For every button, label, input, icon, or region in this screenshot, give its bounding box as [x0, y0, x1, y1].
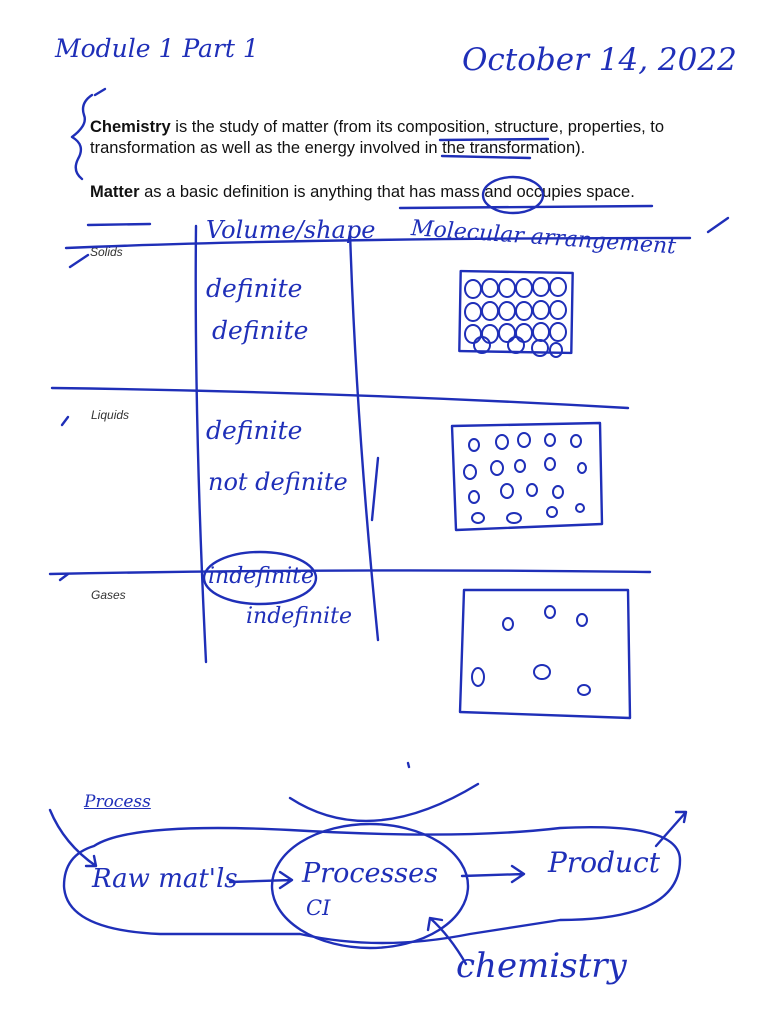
- matter-definition: Matter as a basic definition is anything…: [90, 182, 690, 203]
- chemistry-definition-text: is the study of matter (from its composi…: [90, 118, 665, 157]
- solids-shape: definite: [212, 316, 309, 345]
- table-column-line-2: [348, 230, 380, 642]
- handwritten-heading: Module 1 Part 1: [55, 34, 259, 63]
- row-label-solids: Solids: [90, 245, 123, 259]
- raw-materials-label: Raw mat'ls: [92, 864, 238, 894]
- tick-stroke: [93, 87, 107, 97]
- chemistry-label: chemistry: [456, 946, 627, 986]
- arrow-processes-to-product: [460, 864, 526, 884]
- slash-solids: [68, 253, 90, 269]
- product-label: Product: [548, 846, 660, 879]
- slash-top-right: [706, 216, 730, 234]
- gases-molecular-box: [458, 588, 632, 720]
- arrow-raw-to-processes: [228, 870, 294, 890]
- solids-molecules: [464, 277, 567, 358]
- stray-mark: [406, 761, 411, 769]
- handwritten-date: October 14, 2022: [462, 42, 737, 78]
- matter-definition-text: as a basic definition is anything that h…: [139, 183, 635, 201]
- circle-mass: [481, 175, 545, 215]
- slash-liquids: [60, 415, 70, 427]
- slash-gases: [58, 572, 70, 582]
- process-outer-loop: [62, 825, 682, 945]
- table-row-line-2: [48, 569, 652, 576]
- table-column-line-3: [370, 456, 380, 522]
- underline-space: [86, 222, 152, 227]
- row-label-liquids: Liquids: [91, 408, 130, 422]
- liquids-volume: definite: [206, 416, 303, 445]
- arrow-to-loop: [48, 808, 98, 868]
- gases-volume: indefinite: [208, 564, 315, 589]
- brace-stroke: [70, 93, 94, 181]
- circle-indefinite: [202, 550, 318, 606]
- table-row-line-1: [50, 386, 630, 410]
- arrow-product-exit: [654, 810, 688, 848]
- liquids-molecular-box: [450, 421, 604, 532]
- table-column-line-1: [194, 224, 208, 664]
- underline-mass: [398, 204, 654, 210]
- solids-volume: definite: [206, 274, 303, 303]
- underline-composition: [438, 137, 550, 142]
- processes-label: Processes: [302, 858, 438, 889]
- process-title: Process: [84, 792, 151, 812]
- chemistry-term: Chemistry: [90, 118, 171, 136]
- processes-circle: [270, 822, 470, 950]
- liquids-molecules: [463, 432, 587, 524]
- ci-label: CI: [306, 896, 331, 920]
- matter-term: Matter: [90, 183, 140, 201]
- gases-molecules: [471, 605, 591, 696]
- process-arc: [288, 782, 480, 823]
- liquids-shape: not definite: [208, 468, 348, 496]
- chemistry-definition: Chemistry is the study of matter (from i…: [90, 117, 690, 159]
- table-header-line: [64, 236, 692, 250]
- gases-shape: indefinite: [246, 604, 353, 629]
- row-label-gases: Gases: [91, 588, 126, 602]
- arrow-chemistry: [426, 916, 468, 966]
- underline-energy: [440, 154, 532, 160]
